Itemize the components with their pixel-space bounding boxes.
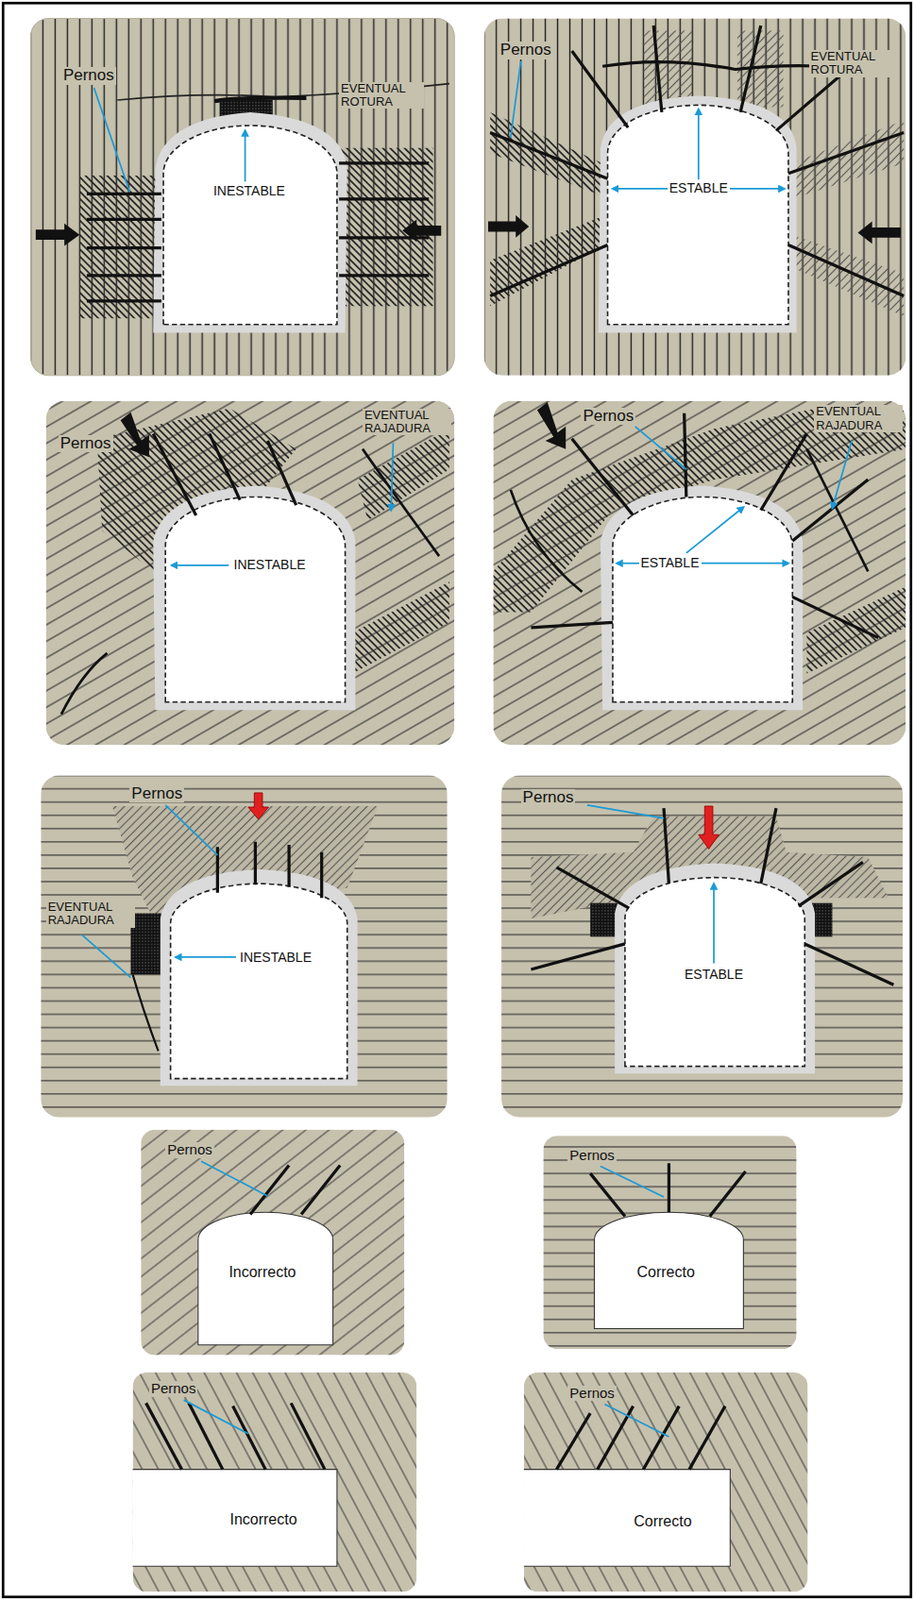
callout-label: EVENTUAL RAJADURA xyxy=(813,405,903,433)
rock-panel: PernosIncorrecto xyxy=(140,1130,405,1356)
stability-label: INESTABLE xyxy=(232,558,308,573)
callout-label: Pernos xyxy=(149,1381,199,1398)
rock-panel: PernosEVENTUAL ROTURA INESTABLE xyxy=(30,17,455,376)
stability-label: Incorrecto xyxy=(226,1264,298,1282)
rock-panel: PernosESTABLE xyxy=(501,776,903,1118)
callout-label: Pernos xyxy=(58,435,114,454)
stability-label: Correcto xyxy=(634,1264,696,1282)
callout-label: EVENTUAL RAJADURA xyxy=(46,900,136,929)
callout-label: Pernos xyxy=(61,67,117,85)
callout-label: EVENTUAL ROTURA xyxy=(338,82,424,110)
rock-panel: PernosIncorrecto xyxy=(133,1373,418,1594)
rock-panel: Pernos EVENTUAL RAJADURA INESTABLE xyxy=(46,401,456,745)
rock-panel: Pernos EVENTUAL RAJADURA ESTABLE xyxy=(492,401,906,745)
callout-label: Pernos xyxy=(567,1148,617,1165)
callout-label: Pernos xyxy=(521,789,576,808)
callout-label: Pernos xyxy=(498,41,554,60)
callout-label: Pernos xyxy=(580,407,636,426)
rock-panel: PernosCorrecto xyxy=(542,1136,796,1351)
rock-panel: PernosEVENTUAL RAJADURA INESTABLE xyxy=(40,776,447,1118)
stability-label: Incorrecto xyxy=(227,1511,299,1529)
callout-label: Pernos xyxy=(165,1142,215,1159)
callout-label: EVENTUAL RAJADURA xyxy=(362,408,452,437)
stability-label: INESTABLE xyxy=(237,950,314,965)
stability-label: Correcto xyxy=(631,1513,694,1531)
stability-label: ESTABLE xyxy=(682,967,745,982)
stability-label: ESTABLE xyxy=(639,556,702,571)
callout-label: Pernos xyxy=(129,785,185,804)
stability-label: INESTABLE xyxy=(211,184,288,199)
callout-label: Pernos xyxy=(567,1386,617,1403)
rock-panel: Pernos EVENTUAL ROTURA ESTABLE xyxy=(484,17,907,376)
callout-label: EVENTUAL ROTURA xyxy=(809,50,895,78)
stability-label: ESTABLE xyxy=(667,181,730,196)
rock-panel: PernosCorrecto xyxy=(524,1373,809,1594)
